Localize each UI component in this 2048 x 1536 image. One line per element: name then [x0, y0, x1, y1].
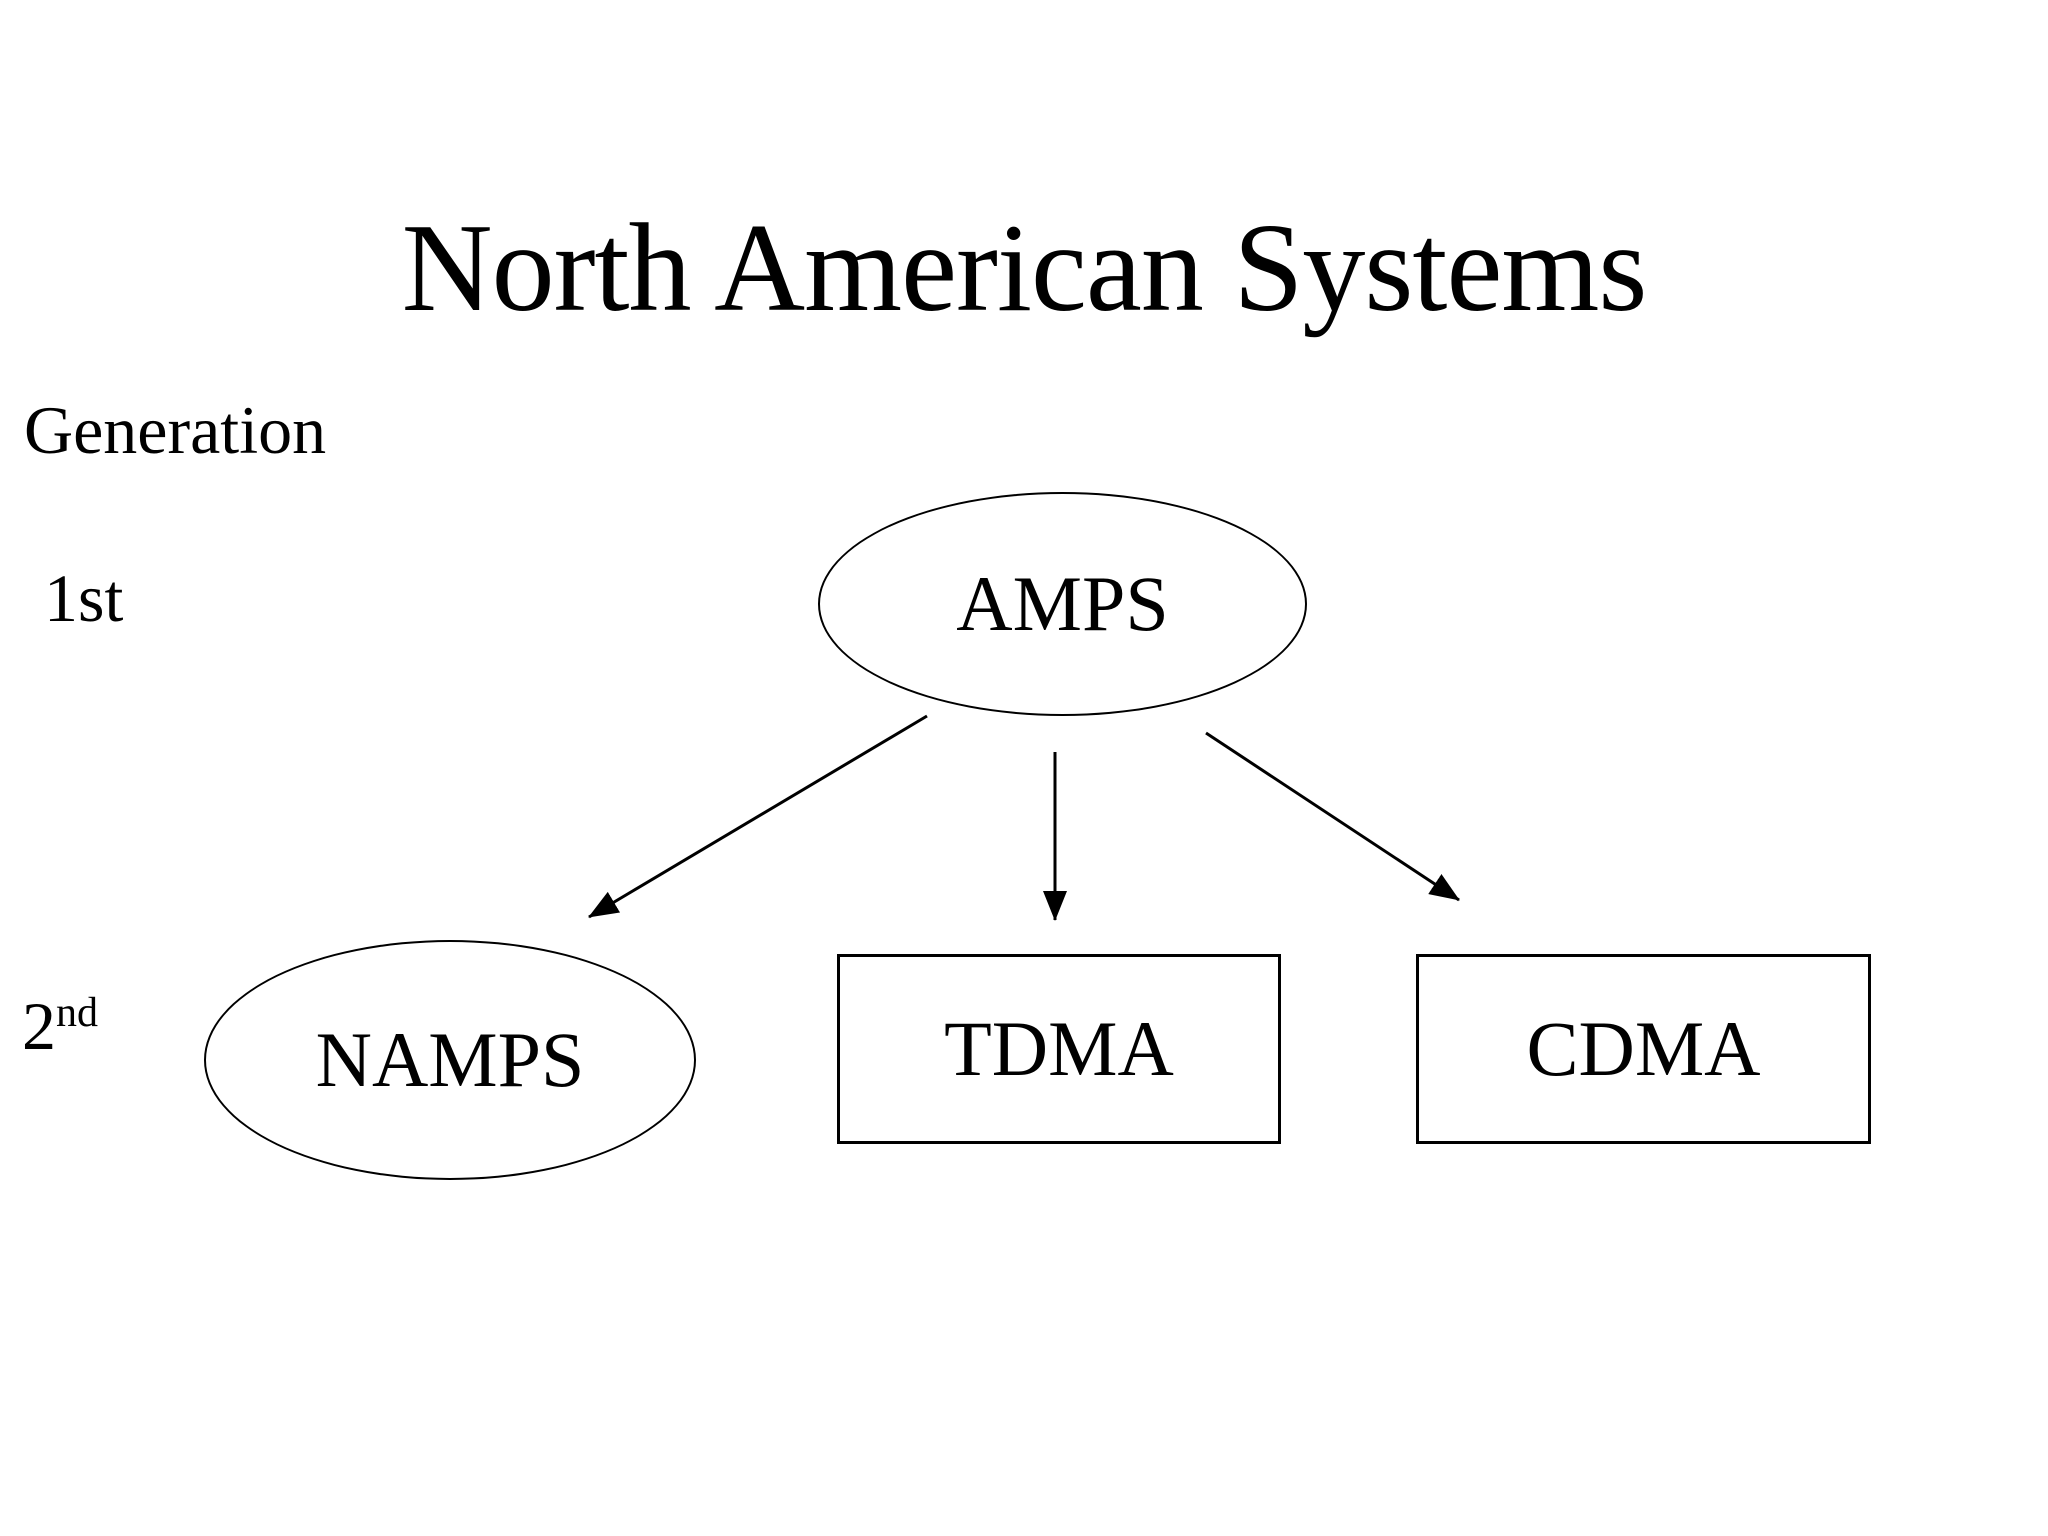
second-generation-number: 2: [22, 988, 56, 1065]
node-amps: AMPS: [818, 492, 1307, 716]
arrow-amps-to-cdma: [1205, 731, 1460, 902]
slide-title: North American Systems: [401, 199, 1648, 338]
arrow-amps-to-namps: [588, 714, 928, 919]
node-namps-label: NAMPS: [315, 1016, 585, 1103]
node-namps: NAMPS: [204, 940, 696, 1180]
node-cdma-label: CDMA: [1526, 1005, 1761, 1092]
first-generation-label: 1st: [44, 560, 124, 636]
node-tdma: TDMA: [837, 954, 1281, 1144]
second-generation-label: 2nd: [22, 992, 98, 1060]
node-tdma-label: TDMA: [944, 1005, 1174, 1092]
second-generation-ordinal-suffix: nd: [56, 990, 98, 1036]
node-amps-label: AMPS: [956, 560, 1169, 647]
generation-axis-label: Generation: [24, 392, 327, 468]
node-cdma: CDMA: [1416, 954, 1871, 1144]
